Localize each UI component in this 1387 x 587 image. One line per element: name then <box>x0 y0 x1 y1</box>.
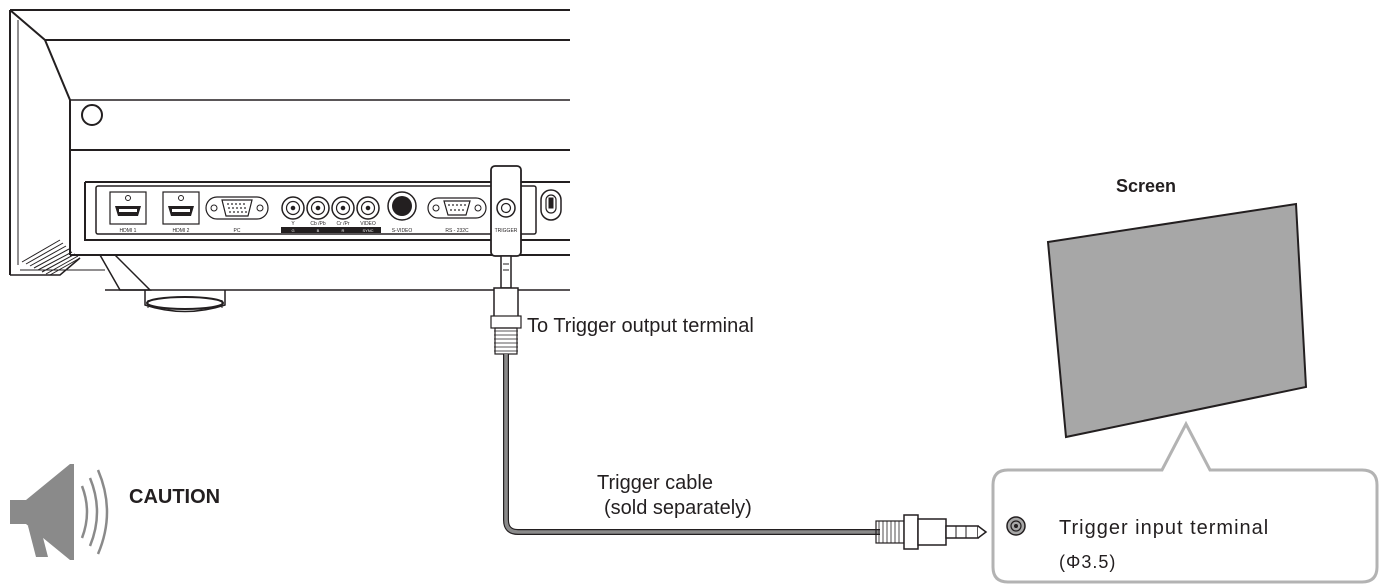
rs-232c-port-icon <box>427 197 487 219</box>
pc-port-icon <box>205 196 269 220</box>
cb-pb-label: Cb /Pb <box>310 221 326 227</box>
projector-illustration <box>9 9 570 313</box>
rs-232c-label: RS - 232C <box>445 228 469 234</box>
cable-label-line2: (sold separately) <box>604 497 752 519</box>
power-switch-icon <box>540 189 562 221</box>
cable-plug-tip <box>500 255 512 289</box>
r-label: R <box>342 228 345 233</box>
screen-label: Screen <box>1116 176 1176 196</box>
s-video-port-icon <box>387 191 417 221</box>
trigger-input-label: Trigger input terminal <box>1059 517 1269 539</box>
pc-label: PC <box>234 228 241 234</box>
b-label: B <box>317 228 320 233</box>
sync-label: SYNC <box>362 228 373 233</box>
component-rca-ports <box>281 196 380 220</box>
trigger-label: TRIGGER <box>495 228 518 234</box>
component-label-bar <box>281 227 381 233</box>
trigger-input-jack-icon <box>1006 516 1026 536</box>
trigger-output-label: To Trigger output terminal <box>527 315 754 337</box>
caution-label: CAUTION <box>129 486 220 508</box>
cr-pr-label: Cr /Pr <box>336 221 349 227</box>
trigger-cable <box>490 255 988 550</box>
vent-slits <box>21 239 81 276</box>
megaphone-icon <box>10 464 109 560</box>
trigger-output-jack-icon <box>496 198 516 218</box>
hdmi-1-port-icon <box>109 191 147 225</box>
s-video-label: S-VIDEO <box>392 228 413 234</box>
trigger-input-callout <box>991 420 1379 584</box>
hdmi-2-port-icon <box>162 191 200 225</box>
g-label: G <box>291 228 294 233</box>
trigger-input-size: (Φ3.5) <box>1059 552 1116 572</box>
cable-plug-right <box>875 514 988 550</box>
y-label: Y <box>291 221 295 227</box>
connector-panel: HDMI 1 HDMI 2 PC <box>95 165 562 257</box>
ir-sensor-icon <box>81 104 103 126</box>
screen-illustration <box>1046 202 1308 439</box>
hdmi-2-label: HDMI 2 <box>173 228 190 234</box>
cable-label-line1: Trigger cable <box>597 472 713 494</box>
video-label: VIDEO <box>360 221 376 227</box>
hdmi-1-label: HDMI 1 <box>120 228 137 234</box>
